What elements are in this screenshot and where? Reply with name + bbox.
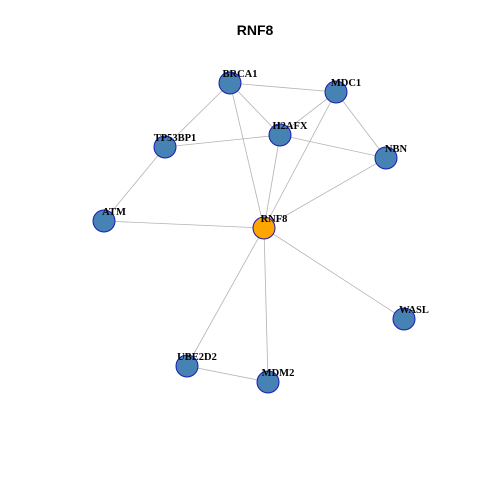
node-circle-nbn[interactable] — [374, 146, 398, 170]
node-brca1[interactable]: BRCA1 — [218, 69, 258, 95]
node-tp53bp1[interactable]: TP53BP1 — [153, 133, 197, 159]
edge-mdc1-rnf8 — [263, 91, 337, 229]
diagram-title: RNF8 — [237, 22, 274, 38]
node-circle-rnf8[interactable] — [252, 216, 276, 240]
node-circle-wasl[interactable] — [392, 307, 416, 331]
node-label-brca1: BRCA1 — [222, 69, 257, 80]
edge-mdc1-nbn — [335, 91, 387, 159]
node-circle-tp53bp1[interactable] — [153, 135, 177, 159]
node-wasl[interactable]: WASL — [392, 305, 429, 331]
node-circle-mdm2[interactable] — [256, 370, 280, 394]
node-label-mdm2: MDM2 — [262, 368, 295, 379]
node-circle-atm[interactable] — [92, 209, 116, 233]
edge-h2afx-nbn — [279, 134, 387, 159]
node-label-nbn: NBN — [385, 144, 408, 155]
edge-h2afx-tp53bp1 — [164, 134, 281, 148]
node-circle-mdc1[interactable] — [324, 80, 348, 104]
edge-h2afx-rnf8 — [263, 134, 281, 229]
node-rnf8[interactable]: RNF8 — [252, 214, 288, 240]
edge-rnf8-wasl — [263, 227, 405, 320]
node-circle-h2afx[interactable] — [268, 123, 292, 147]
node-label-mdc1: MDC1 — [331, 78, 361, 89]
edge-brca1-h2afx — [229, 82, 281, 136]
node-circle-brca1[interactable] — [218, 71, 242, 95]
node-h2afx[interactable]: H2AFX — [268, 121, 308, 147]
edge-tp53bp1-atm — [103, 146, 166, 222]
node-label-wasl: WASL — [399, 305, 429, 316]
edge-brca1-tp53bp1 — [164, 82, 231, 148]
node-label-h2afx: H2AFX — [273, 121, 308, 132]
edge-layer — [103, 82, 405, 383]
edge-rnf8-ube2d2 — [186, 227, 265, 367]
node-ube2d2[interactable]: UBE2D2 — [175, 352, 217, 378]
edge-brca1-rnf8 — [229, 82, 265, 229]
edge-atm-rnf8 — [103, 220, 265, 229]
node-label-tp53bp1: TP53BP1 — [154, 133, 197, 144]
node-label-ube2d2: UBE2D2 — [177, 352, 217, 363]
node-atm[interactable]: ATM — [92, 207, 126, 233]
edge-brca1-mdc1 — [229, 82, 337, 93]
edge-nbn-rnf8 — [263, 157, 387, 229]
node-circle-ube2d2[interactable] — [175, 354, 199, 378]
node-nbn[interactable]: NBN — [374, 144, 408, 170]
node-label-atm: ATM — [102, 207, 126, 218]
node-mdm2[interactable]: MDM2 — [256, 368, 295, 394]
edge-mdc1-h2afx — [279, 91, 337, 136]
edge-rnf8-mdm2 — [263, 227, 269, 383]
edge-ube2d2-mdm2 — [186, 365, 269, 383]
node-label-rnf8: RNF8 — [261, 214, 288, 225]
node-mdc1[interactable]: MDC1 — [324, 78, 361, 104]
